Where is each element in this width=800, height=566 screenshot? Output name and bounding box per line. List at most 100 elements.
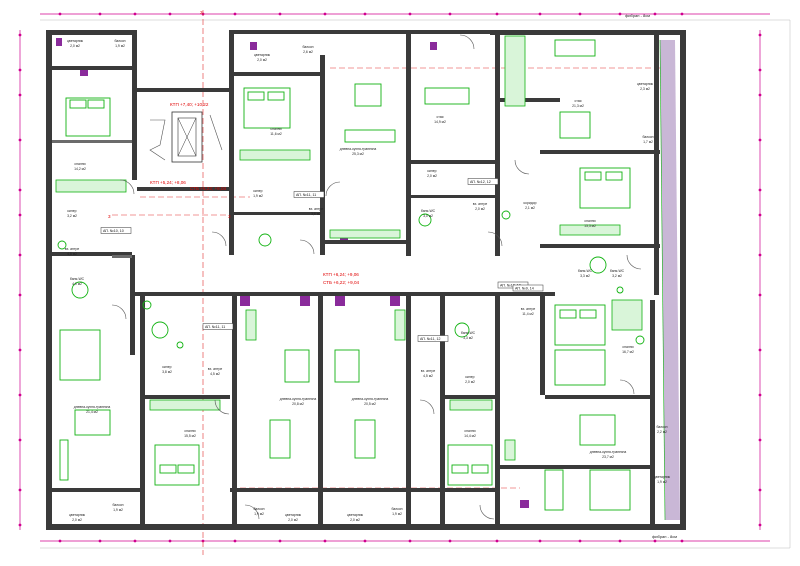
dimension-tick — [495, 539, 499, 543]
dimension-lines — [18, 12, 770, 543]
room-name: вх. антре — [65, 247, 80, 251]
room-area: 20,8 м2 — [292, 402, 304, 406]
room-name: килер — [67, 209, 76, 213]
room-label: баня-WC3,3 м2 — [578, 269, 593, 278]
dimension-tick — [168, 12, 172, 16]
apartment-tag-box — [512, 284, 544, 292]
dimension-tick — [323, 539, 327, 543]
level-stair-mid-a: КТП +5,24; +8,06 — [150, 180, 186, 185]
room-area: 2,0 м2 — [350, 518, 360, 522]
room-name: килер — [427, 169, 436, 173]
dimension-tick — [680, 12, 684, 16]
room-name: баня-WC — [578, 269, 593, 273]
dimension-tick — [653, 539, 657, 543]
room-area: 2,0 м2 — [288, 518, 298, 522]
dimension-tick — [758, 93, 762, 97]
room-area: 2,0 м2 — [257, 58, 267, 62]
room-name: килер — [162, 365, 171, 369]
room-name: баня-WC — [461, 331, 476, 335]
room-area: 2,0 м2 — [70, 44, 80, 48]
axis-markers: 3 3 2 — [108, 10, 231, 219]
dimension-tick — [18, 68, 22, 72]
room-name: спални — [74, 162, 85, 166]
room-area: 4,5 м2 — [423, 374, 433, 378]
room-name: килер — [253, 189, 262, 193]
walls — [46, 30, 686, 530]
apartment-tag: АП. №11, 12 — [417, 335, 449, 342]
room-name: дневна-кухня-трапезна — [352, 397, 389, 401]
room-name: балкон — [391, 507, 402, 511]
dimension-tick — [18, 438, 22, 442]
room-area: 4,8 м2 — [67, 252, 77, 256]
room-name: вх. антре — [309, 207, 324, 211]
apartment-tag: АП. №10, 10 — [100, 227, 132, 234]
room-area: 3,2 м2 — [612, 274, 622, 278]
apartment-tag-box — [100, 227, 132, 234]
apartment-label: АП. №10, 10 — [103, 229, 124, 233]
room-label: баня-WC4,0 м2 — [70, 277, 85, 286]
apartment-tag-box — [293, 191, 325, 198]
dimension-tick — [495, 12, 499, 16]
level-stair-mid-b: СТБ +5,22; +8,04 — [190, 186, 227, 191]
room-name: балкон — [642, 135, 653, 139]
dimension-tick — [758, 523, 762, 527]
room-area: 16,7 м2 — [622, 350, 634, 354]
room-name: дневна-кухня-трапезна — [280, 397, 317, 401]
dimension-tick — [448, 539, 452, 543]
apartment-label: АП. №11, 12 — [420, 337, 441, 341]
dimension-tick — [363, 12, 367, 16]
dimension-tick — [758, 68, 762, 72]
room-area: 13,3 м2 — [584, 224, 596, 228]
axis-mark-right: 3 — [228, 214, 231, 219]
dimension-tick — [168, 539, 172, 543]
dimension-tick — [18, 93, 22, 97]
room-area: 21,3 м2 — [572, 104, 584, 108]
dimension-tick — [18, 348, 22, 352]
room-area: 1,7 м2 — [643, 140, 653, 144]
level-stair-top: КТП +7,40; +10,22 — [170, 102, 209, 107]
room-area: 21,4 м2 — [86, 410, 98, 414]
room-label: баня-WC3,3 м2 — [461, 331, 476, 340]
dimension-tick — [578, 539, 582, 543]
room-area: 15,5 м2 — [184, 434, 196, 438]
columns — [56, 38, 529, 508]
room-name: цветарник — [347, 513, 364, 517]
dimension-tick — [758, 138, 762, 142]
dimension-tick — [758, 213, 762, 217]
room-name: дневна-кухня-трапезна — [340, 147, 377, 151]
room-area: 2,2 м2 — [657, 430, 667, 434]
dimension-tick — [653, 12, 657, 16]
level-hall-b: СТБ +6,22; +9,04 — [323, 280, 360, 285]
dimension-tick — [98, 539, 102, 543]
room-name: коридор — [524, 201, 537, 205]
dimension-tick — [133, 12, 137, 16]
dimension-tick — [758, 348, 762, 352]
room-name: спални — [270, 127, 281, 131]
dimension-tick — [233, 12, 237, 16]
dimension-tick — [278, 12, 282, 16]
